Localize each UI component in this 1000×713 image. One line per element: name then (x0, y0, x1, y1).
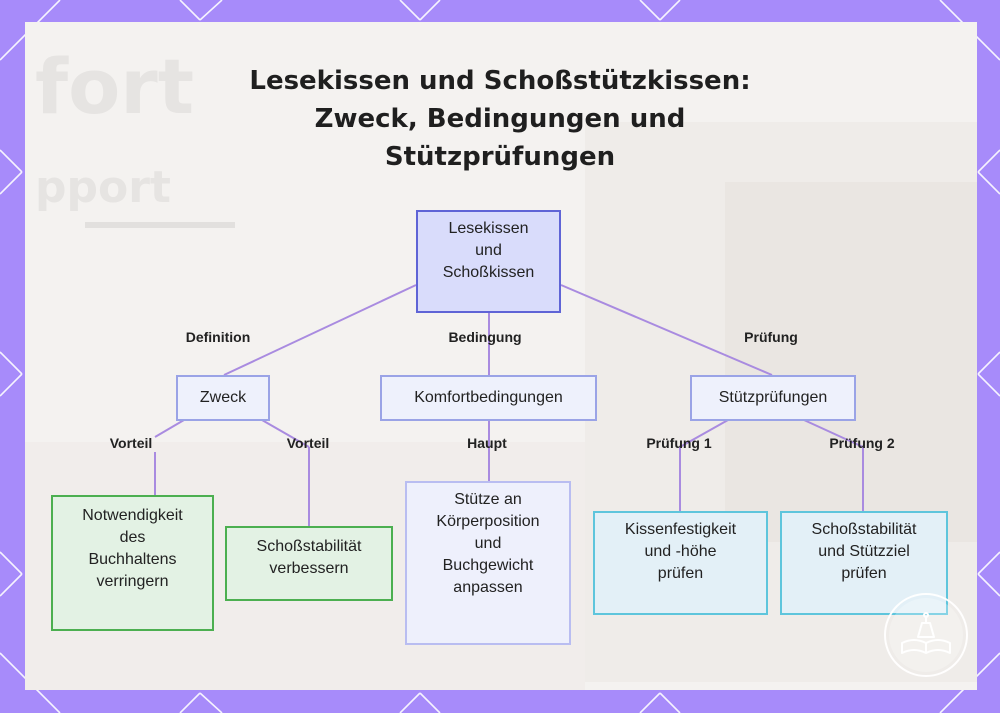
diagram-title: Lesekissen und Schoßstützkissen: Zweck, … (0, 62, 1000, 176)
edge-label-pruefung: Prüfung (744, 329, 798, 345)
background-text-pport: pport (35, 162, 171, 213)
node-stuetze-line-4: Buchgewicht (442, 557, 534, 574)
edge-root-stuetz (560, 284, 773, 376)
node-notwendigkeit-line-2: des (119, 529, 146, 546)
edge-label-pruefung-1: Prüfung 1 (646, 435, 712, 451)
edge-label-vorteil-2: Vorteil (286, 435, 330, 451)
node-stuetze-line-2: Körperposition (436, 513, 540, 530)
title-line-2: Zweck, Bedingungen und (314, 104, 686, 134)
node-root-line-3: Schoßkissen (442, 264, 535, 281)
edge-label-vorteil-1: Vorteil (109, 435, 153, 451)
node-root-line-2: und (475, 242, 502, 259)
node-schoss-line-1: Schoßstabilität (256, 538, 362, 555)
node-stuetze-line-1: Stütze an (454, 491, 522, 508)
node-komfortbedingungen: Komfortbedingungen (380, 375, 597, 421)
node-root: Lesekissen und Schoßkissen (416, 210, 561, 313)
edge-label-haupt: Haupt (467, 435, 507, 451)
edge-zweck-schoss-a (261, 419, 310, 448)
node-kissenfestigkeit: Kissenfestigkeit und -höhe prüfen (593, 511, 768, 615)
edge-label-pruefung-2: Prüfung 2 (829, 435, 895, 451)
node-notwendigkeit-line-4: verringern (96, 573, 169, 590)
node-root-line-1: Lesekissen (448, 220, 529, 237)
title-line-1: Lesekissen und Schoßstützkissen: (249, 66, 751, 96)
node-notwendigkeit-line-3: Buchhaltens (88, 551, 177, 568)
node-stuetze-line-5: anpassen (453, 579, 523, 596)
node-stuetz-label: Stützprüfungen (718, 389, 828, 406)
node-schoss-line-2: verbessern (269, 560, 349, 577)
edge-label-bedingung: Bedingung (448, 329, 522, 345)
edge-zweck-notwendigkeit-a (154, 419, 185, 438)
node-kissen-line-3: prüfen (657, 565, 704, 582)
node-schossstabilitaet-verbessern: Schoßstabilität verbessern (225, 526, 393, 601)
title-line-3: Stützprüfungen (384, 142, 616, 172)
node-notwendigkeit-line-1: Notwendigkeit (82, 507, 183, 524)
node-stuetze-anpassen: Stütze an Körperposition und Buchgewicht… (405, 481, 571, 645)
node-stuetzpruefungen: Stützprüfungen (690, 375, 856, 421)
node-stuetzziel: Schoßstabilität und Stützziel prüfen (780, 511, 948, 615)
background-text-fort: fort (35, 42, 195, 131)
edge-label-definition: Definition (185, 329, 251, 345)
node-notwendigkeit: Notwendigkeit des Buchhaltens verringern (51, 495, 214, 631)
edge-root-zweck (223, 284, 417, 376)
edge-stuetz-ziel-a (803, 419, 864, 448)
node-ziel-line-2: und Stützziel (818, 543, 910, 560)
node-komfort-label: Komfortbedingungen (414, 389, 563, 406)
node-ziel-line-1: Schoßstabilität (811, 521, 917, 538)
node-kissen-line-1: Kissenfestigkeit (624, 521, 737, 538)
node-ziel-line-3: prüfen (841, 565, 887, 582)
node-zweck-label: Zweck (199, 389, 247, 406)
edge-stuetz-kissen-a (679, 419, 729, 448)
node-kissen-line-2: und -höhe (644, 543, 717, 560)
node-zweck: Zweck (176, 375, 270, 421)
node-stuetze-line-3: und (474, 535, 502, 552)
book-logo-icon (884, 593, 968, 677)
